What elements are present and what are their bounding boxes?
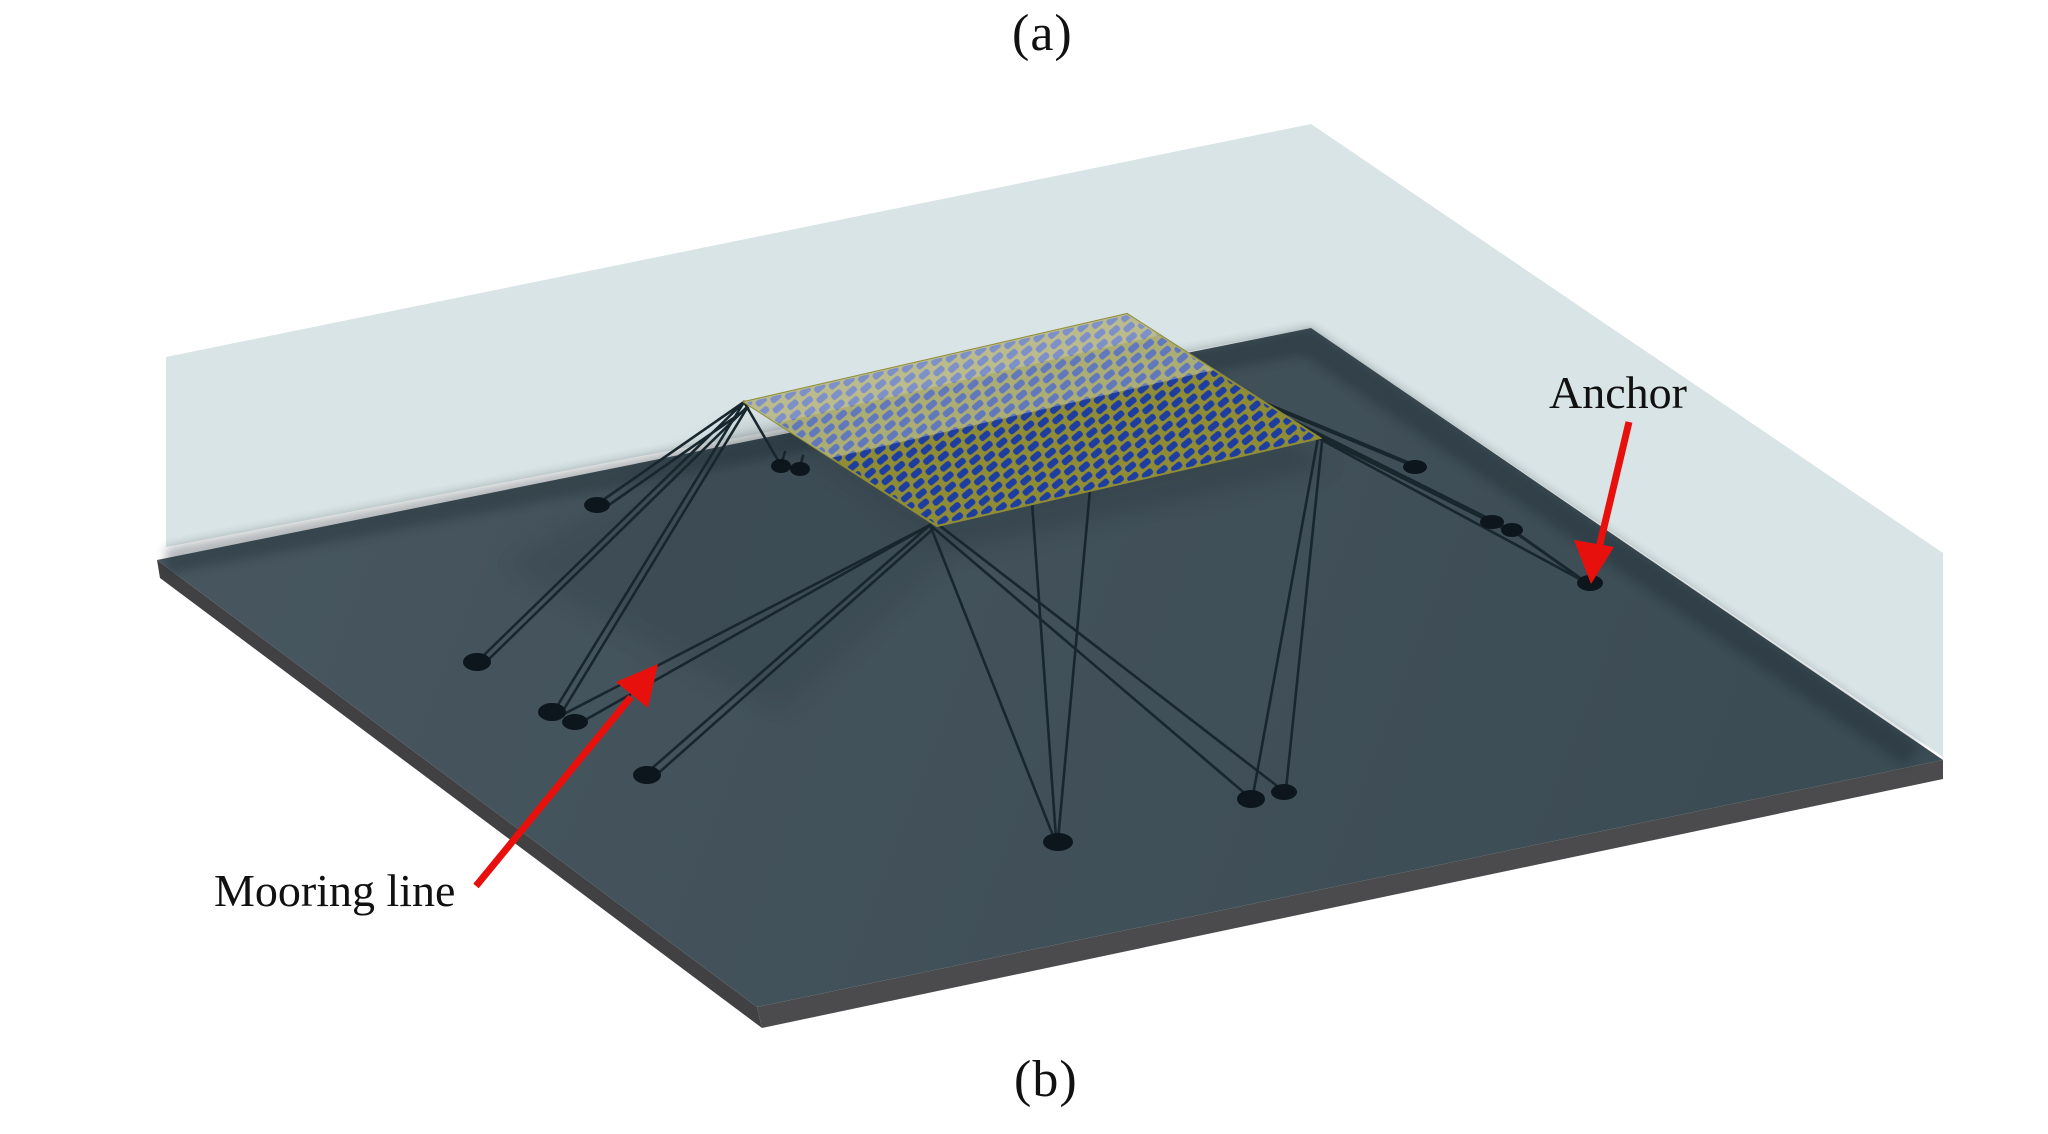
anchor-block — [771, 459, 791, 473]
anchor-block — [1043, 833, 1073, 851]
water-surface — [166, 124, 1943, 757]
mooring-line — [604, 406, 750, 509]
anchor-block — [790, 462, 810, 476]
mooring-line — [559, 406, 749, 716]
mooring-line — [1316, 436, 1587, 584]
mooring-line — [1284, 440, 1324, 791]
anchor-block — [1403, 460, 1427, 474]
mooring-line — [1251, 436, 1320, 797]
anchor-block — [1577, 575, 1603, 591]
anchor-block — [1501, 523, 1523, 537]
pv-array — [741, 312, 1323, 528]
panel-label-a: (a) — [1012, 5, 1073, 62]
pv-array-top-edge-highlight — [744, 314, 1160, 423]
pv-array-far-band-highlight — [744, 314, 1214, 458]
anchor-block — [1271, 784, 1297, 800]
mooring-line-arrow — [473, 664, 658, 889]
pv-array-deck — [741, 312, 1323, 528]
mooring-line — [648, 523, 932, 772]
mooring-line — [1056, 488, 1092, 842]
anchor-block — [463, 653, 491, 671]
panel-label-b: (b) — [1014, 1051, 1078, 1108]
mooring-line — [928, 523, 1056, 840]
mooring-line — [484, 405, 749, 664]
mooring-line — [481, 400, 746, 658]
anchor-block — [1237, 790, 1265, 808]
anchor-block — [538, 703, 566, 721]
seabed-plate — [157, 328, 1943, 1007]
anchor-block — [584, 497, 610, 513]
mooring-line — [554, 400, 746, 710]
anchor-label: Anchor — [1549, 367, 1687, 418]
mooring-line — [933, 520, 1283, 791]
mooring-line — [1510, 528, 1589, 585]
mooring-line — [742, 400, 781, 464]
seabed-side-left — [157, 560, 762, 1028]
anchor-block — [1480, 515, 1504, 529]
mooring-line — [652, 527, 935, 779]
annotation-arrows — [473, 421, 1633, 889]
mooring-line — [1030, 500, 1058, 840]
anchor-arrow — [1574, 421, 1633, 584]
mooring-line — [928, 523, 1250, 798]
mooring-line-label: Mooring line — [214, 865, 456, 916]
anchor-block — [562, 714, 588, 730]
seabed-side-right — [757, 760, 1943, 1028]
anchors — [463, 459, 1603, 851]
anchor-block — [633, 766, 661, 784]
mooring-line — [601, 400, 746, 502]
